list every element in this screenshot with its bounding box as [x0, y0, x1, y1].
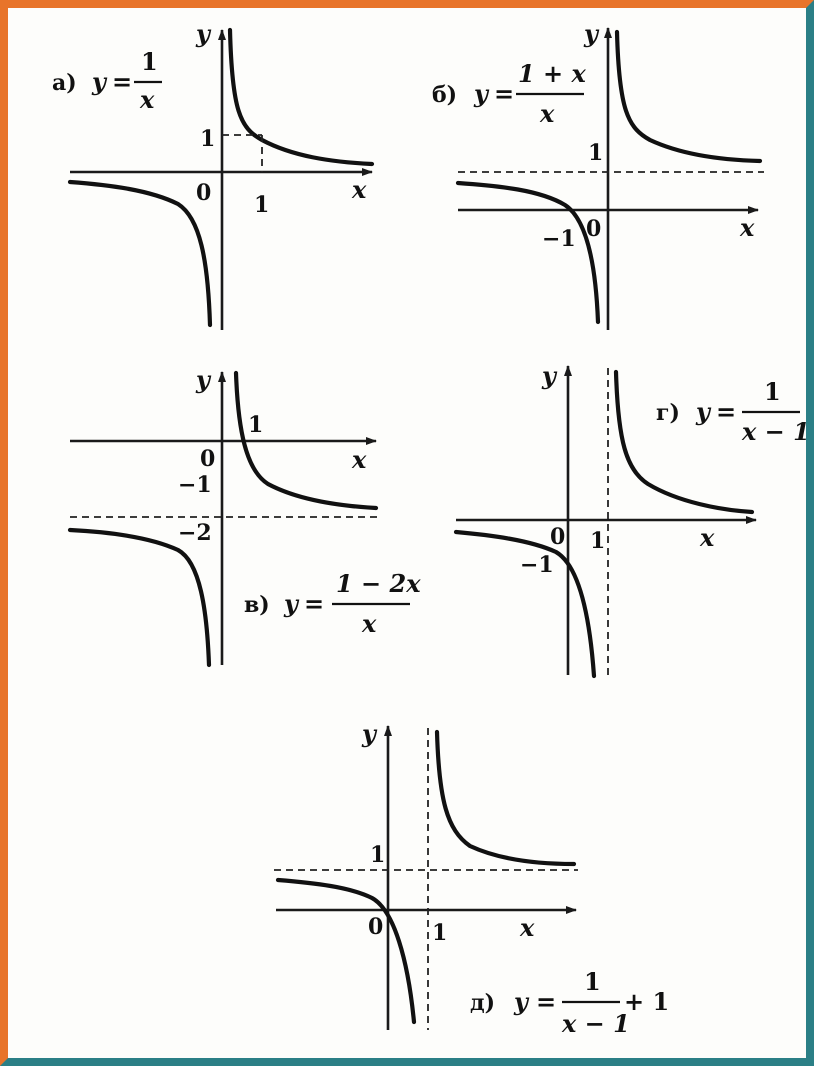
graph-g-y-var: y — [695, 397, 712, 426]
graph-b: б) y = 1 + x x y x 0 −1 1 — [432, 19, 764, 330]
graph-a-tick-x: 1 — [254, 192, 269, 218]
graph-b-y-axis-label: y — [583, 19, 600, 48]
graph-a-label: а) — [52, 70, 77, 96]
graph-v-branch-right — [233, 370, 379, 511]
graph-b-label: б) — [432, 82, 457, 108]
graph-a-tick-y: 1 — [200, 126, 215, 152]
graph-b-numerator: 1 + x — [518, 59, 587, 88]
graph-v-y-var: y — [283, 589, 300, 618]
graph-d-numerator: 1 — [584, 967, 601, 996]
graph-d-y-var: y — [513, 987, 530, 1016]
graph-v: в) y = 1 − 2x x y x 0 1 −1 −2 — [67, 365, 421, 668]
graph-v-tick-x: 1 — [248, 412, 263, 438]
graph-v-x-axis-label: x — [351, 445, 367, 474]
graph-g-branch-right — [613, 369, 755, 515]
graph-b-branch-right — [614, 29, 763, 164]
graph-a: а) y = 1 x y x 0 1 1 — [52, 19, 375, 330]
graph-v-branch-left — [67, 527, 212, 668]
graph-a-y-axis-label: y — [195, 19, 212, 48]
graph-d: д) y = 1 x − 1 + 1 y x 0 1 1 — [274, 719, 669, 1038]
graph-g-y-axis-label: y — [541, 361, 558, 390]
graph-d-eq: = — [536, 987, 556, 1016]
graph-v-eq: = — [304, 589, 324, 618]
graph-a-numerator: 1 — [141, 47, 158, 76]
graph-b-y-var: y — [473, 79, 490, 108]
graph-b-branch-left — [455, 180, 601, 325]
graph-a-origin: 0 — [196, 180, 211, 206]
graph-g-numerator: 1 — [764, 377, 781, 406]
graph-d-denominator: x − 1 — [561, 1009, 630, 1038]
graph-v-tick-y1: −1 — [178, 472, 212, 498]
graph-g-eq: = — [716, 397, 736, 426]
graph-d-suffix: + 1 — [624, 987, 669, 1016]
graph-b-origin: 0 — [586, 216, 601, 242]
graph-g-tick-y: −1 — [520, 552, 554, 578]
graph-v-numerator: 1 − 2x — [336, 569, 421, 598]
graph-g: г) y = 1 x − 1 y x 0 1 −1 — [453, 361, 810, 679]
graph-v-tick-y2: −2 — [178, 520, 212, 546]
graph-d-tick-x: 1 — [432, 920, 447, 946]
graph-d-y-axis-label: y — [361, 719, 378, 748]
graph-b-denominator: x — [539, 99, 555, 128]
graph-v-y-axis-label: y — [195, 365, 212, 394]
graph-d-x-axis-label: x — [519, 913, 535, 942]
graph-g-label: г) — [656, 400, 680, 426]
graph-b-eq: = — [494, 79, 514, 108]
graph-a-y-var: y — [91, 67, 108, 96]
graph-a-x-axis-label: x — [351, 175, 367, 204]
graph-d-branch-left — [275, 877, 417, 1025]
graph-d-branch-right — [434, 729, 577, 867]
graph-a-denominator: x — [139, 85, 155, 114]
graph-a-branch-left — [67, 179, 213, 328]
graph-g-tick-x: 1 — [590, 528, 605, 554]
graph-a-eq: = — [112, 67, 132, 96]
graph-d-label: д) — [470, 990, 495, 1016]
graph-b-tick-y: 1 — [588, 140, 603, 166]
graph-d-tick-y: 1 — [370, 842, 385, 868]
graph-v-denominator: x — [361, 609, 377, 638]
graph-b-x-axis-label: x — [739, 213, 755, 242]
textbook-page — [8, 8, 806, 1058]
graph-g-denominator: x − 1 — [741, 417, 810, 446]
graph-d-origin: 0 — [368, 914, 383, 940]
graph-v-origin: 0 — [200, 446, 215, 472]
graph-g-origin: 0 — [550, 524, 565, 550]
graph-v-label: в) — [244, 592, 270, 618]
graph-g-x-axis-label: x — [699, 523, 715, 552]
graph-a-branch-right — [227, 27, 375, 167]
graph-g-branch-left — [453, 529, 597, 679]
graph-b-tick-x: −1 — [542, 226, 576, 252]
